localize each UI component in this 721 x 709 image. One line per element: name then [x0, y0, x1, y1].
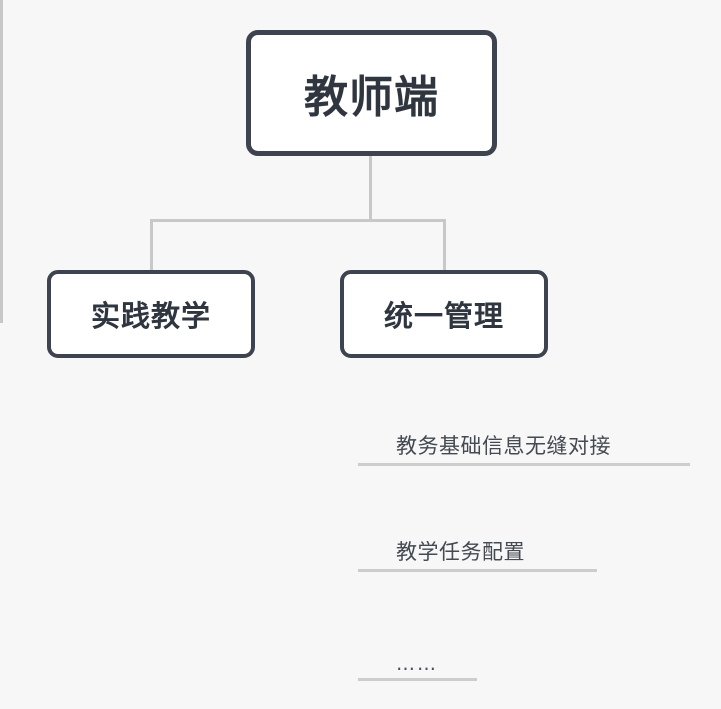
node-root-label: 教师端 — [304, 72, 439, 123]
connector-horizontal-bus — [150, 219, 446, 222]
node-unified-management-label: 统一管理 — [383, 299, 504, 333]
subitem-label-teaching-task-config: 教学任务配置 — [396, 540, 525, 564]
connector-subitem-spine — [0, 0, 3, 323]
subitem-row[interactable]: …… — [358, 614, 477, 681]
subitem-label-academic-info-integration: 教务基础信息无缝对接 — [396, 434, 611, 458]
node-practice-teaching[interactable]: 实践教学 — [47, 270, 255, 358]
subitem-rule — [358, 463, 690, 466]
subitem-rule — [358, 569, 597, 572]
connector-drop-to-practice — [150, 219, 153, 271]
connector-drop-to-manage — [443, 219, 446, 271]
node-practice-teaching-label: 实践教学 — [90, 299, 211, 333]
subitem-rule — [358, 678, 477, 681]
node-root-teacher-side[interactable]: 教师端 — [246, 30, 497, 156]
subitem-row[interactable]: 教务基础信息无缝对接 — [358, 400, 690, 466]
node-unified-management[interactable]: 统一管理 — [340, 270, 548, 358]
subitem-row[interactable]: 教学任务配置 — [358, 506, 597, 572]
subitem-label-ellipsis: …… — [396, 653, 438, 675]
connector-root-stem — [369, 156, 372, 220]
